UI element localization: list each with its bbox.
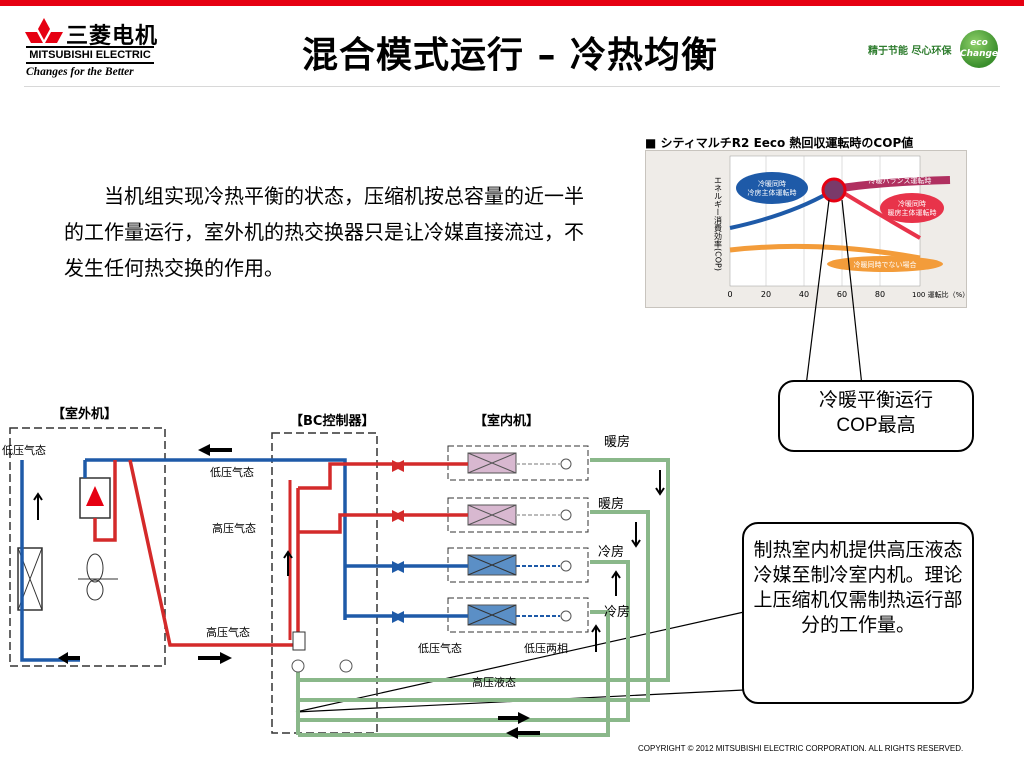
- label-bc-high-gas: 高压气态: [212, 521, 256, 535]
- x-tick-20: 20: [761, 290, 771, 299]
- mitsubishi-logo: 三菱电机 MITSUBISHI ELECTRIC Changes for the…: [24, 16, 174, 80]
- callout1-pointer-right: [841, 199, 863, 387]
- indoor-unit-4: [447, 597, 589, 633]
- flow-arrows: [58, 444, 540, 739]
- explanation-callout-text: 制热室内机提供高压液态冷媒至制冷室内机。理论上压缩机仅需制热运行部分的工作量。: [753, 540, 963, 636]
- bc-controller-label: 【BC控制器】: [290, 413, 374, 429]
- indoor-unit-2: [447, 497, 589, 533]
- x-axis-label: 100 運転比（%）: [912, 290, 969, 299]
- indoor-units: [447, 445, 589, 633]
- x-tick-80: 80: [875, 290, 885, 299]
- eco-slogan: 精于节能 尽心环保: [868, 46, 952, 57]
- x-tick-40: 40: [799, 290, 809, 299]
- annotation-heating-main: 冷暖同時: [898, 199, 926, 208]
- low-pressure-gas-lines: [20, 458, 468, 662]
- explanation-callout: 制热室内机提供高压液态冷媒至制冷室内机。理论上压缩机仅需制热运行部分的工作量。: [742, 522, 974, 704]
- liquid-lines: [296, 458, 670, 737]
- bc-controller-box: [271, 432, 378, 734]
- balance-point-marker: [821, 177, 847, 203]
- balance-cop-callout: 冷暖平衡运行 COP最高: [778, 380, 974, 452]
- brand-name-cn: 三菱电机: [66, 24, 159, 49]
- indoor-unit-3: [447, 547, 589, 583]
- room-label-4: 冷房: [604, 604, 630, 620]
- outdoor-unit-box: [9, 427, 166, 667]
- chart-y-label: エネルギー消費効率(COP): [714, 176, 723, 271]
- slide-title: 混合模式运行 – 冷热均衡: [301, 35, 719, 76]
- balance-band: [841, 176, 951, 192]
- non-simultaneous-bubble: [827, 256, 943, 272]
- chart-x-ticks: 0 20 40 60 80 100 運転比（%）: [727, 290, 969, 299]
- cop-chart-plot: 冷暖同時 冷房主体運転時 冷暖バランス運転時 冷暖同時 暖房主体運転時 冷暖同時…: [714, 155, 969, 299]
- refrigerant-diagram: 【室外机】 【BC控制器】 【室内机】 低压气态 低压气态 高压气态 高压气态 …: [2, 406, 670, 739]
- cooling-main-bubble: [736, 172, 808, 204]
- annotation-cooling-main-2: 冷房主体運転時: [748, 188, 797, 197]
- cooling-main-curve: [729, 190, 831, 230]
- label-low-gas-bottom: 低压气态: [418, 641, 462, 655]
- label-bc-low-gas: 低压气态: [210, 465, 254, 479]
- brand-tagline: Changes for the Better: [26, 66, 134, 78]
- outdoor-unit-label: 【室外机】: [52, 406, 117, 422]
- indoor-unit-label: 【室内机】: [474, 413, 539, 429]
- compressor: [79, 477, 111, 519]
- top-accent-bar: [0, 0, 1024, 6]
- annotation-balance: 冷暖バランス運転時: [869, 176, 932, 185]
- room-label-2: 暖房: [598, 496, 624, 512]
- chart-title: ■ シティマルチR2 Eeco 熱回収運転時のCOP値: [645, 136, 914, 150]
- indoor-unit-1: [447, 445, 589, 481]
- header-divider: [24, 86, 1000, 87]
- x-tick-60: 60: [837, 290, 847, 299]
- label-high-liquid: 高压液态: [472, 675, 516, 689]
- eco-changes-badge: eco Changes: [960, 30, 1004, 68]
- room-label-1: 暖房: [604, 434, 630, 450]
- balance-cop-callout-text: 冷暖平衡运行 COP最高: [818, 390, 933, 436]
- heating-main-curve: [840, 190, 921, 240]
- copyright-notice: COPYRIGHT © 2012 MITSUBISHI ELECTRIC COR…: [638, 744, 964, 753]
- callout2-pointer-top: [295, 611, 745, 713]
- expansion-valves: [291, 458, 572, 673]
- non-simultaneous-curve: [729, 243, 921, 261]
- label-low-two-phase: 低压两相: [524, 642, 568, 655]
- x-tick-0: 0: [727, 290, 732, 299]
- three-diamonds-icon: [25, 18, 63, 43]
- annotation-cooling-main: 冷暖同時: [758, 179, 786, 188]
- heating-main-bubble: [880, 193, 944, 223]
- bc-solenoid-valves: [392, 460, 404, 623]
- outdoor-fan-icon: [78, 553, 118, 601]
- eco-badge-label: eco Changes: [960, 38, 1004, 59]
- label-outdoor-low-gas: 低压气态: [2, 443, 46, 457]
- annotation-heating-main-2: 暖房主体運転時: [888, 208, 937, 217]
- compressor-icon: [86, 486, 104, 506]
- callout1-pointer-left: [805, 199, 830, 387]
- room-label-3: 冷房: [598, 544, 624, 560]
- brand-name-en: MITSUBISHI ELECTRIC: [26, 46, 154, 64]
- body-paragraph: 当机组实现冷热平衡的状态，压缩机按总容量的近一半的工作量运行，室外机的热交换器只…: [64, 184, 584, 280]
- bc-separator: [292, 631, 306, 651]
- label-left-high-gas: 高压气态: [206, 625, 250, 639]
- annotation-non-simultaneous: 冷暖同時でない場合: [854, 260, 917, 269]
